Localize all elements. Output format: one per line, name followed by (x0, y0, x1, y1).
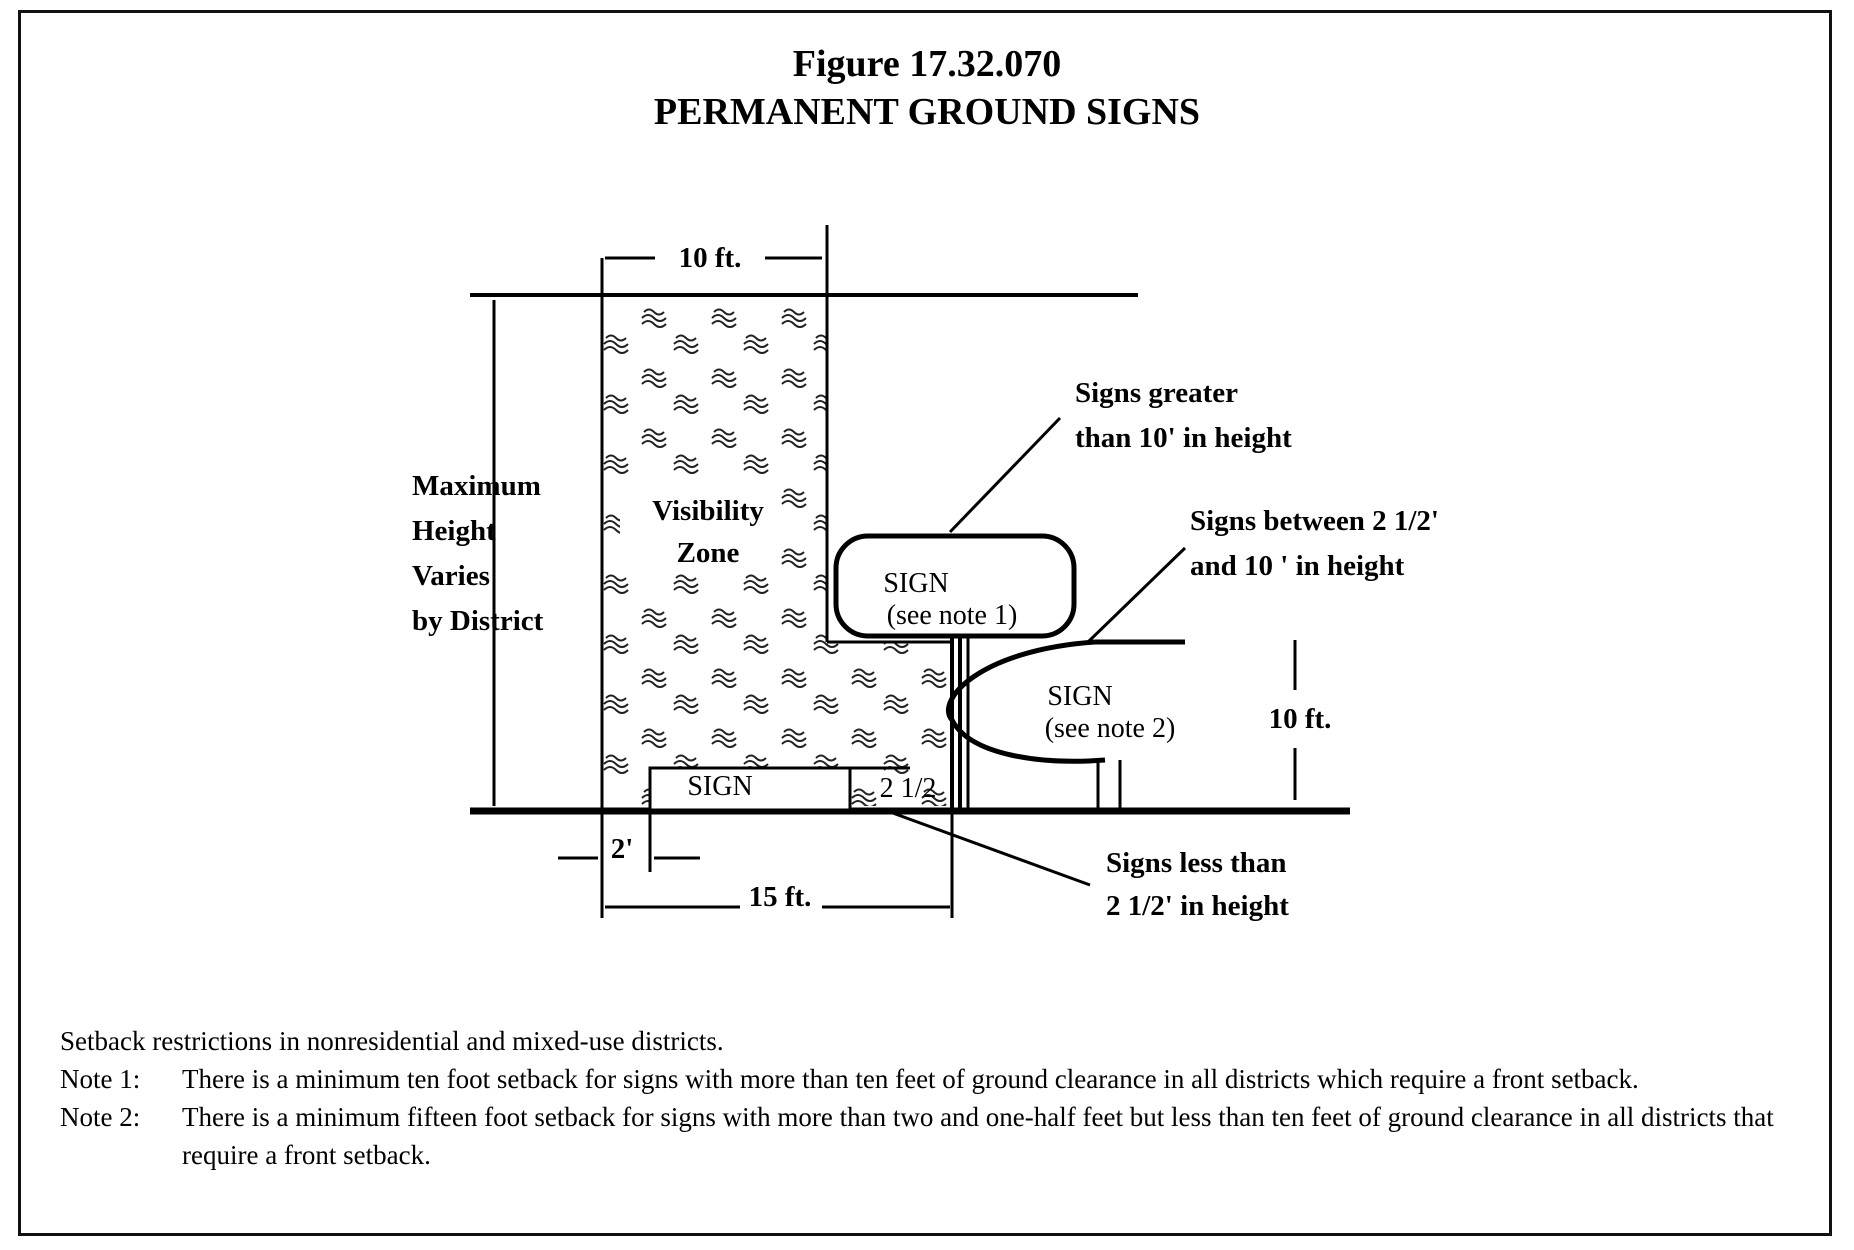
sign-mid (946, 639, 1185, 764)
note-1-key: Note 1: (60, 1064, 141, 1094)
sign-mid-line-1: SIGN (1047, 681, 1112, 712)
callout-high-line-1: Signs greater (1075, 377, 1238, 409)
sign-low (648, 766, 852, 812)
callout-high-line-2: than 10' in height (1075, 422, 1292, 454)
dim-right-label: 10 ft. (1269, 703, 1332, 735)
sign-high-line-1: SIGN (883, 568, 948, 599)
visibility-zone-line-2: Zone (677, 537, 740, 569)
dim-2ft-label: 2' (611, 833, 634, 865)
sign-low-label: SIGN (687, 771, 752, 802)
note-2: Note 2: There is a minimum fifteen foot … (60, 1098, 1812, 1174)
max-height-line-3: Varies (412, 560, 490, 592)
max-height-line-4: by District (412, 605, 544, 637)
callout-mid-line-2: and 10 ' in height (1190, 550, 1405, 582)
max-height-line-2: Height (412, 515, 496, 547)
note-1-text: There is a minimum ten foot setback for … (182, 1064, 1639, 1094)
callout-mid-line-1: Signs between 2 1/2' (1190, 505, 1439, 537)
visibility-zone-line-1: Visibility (652, 495, 764, 527)
dim-15ft-label: 15 ft. (749, 881, 812, 913)
notes-intro: Setback restrictions in nonresidential a… (60, 1026, 724, 1056)
notes-section: Setback restrictions in nonresidential a… (60, 1022, 1812, 1174)
note-2-text: There is a minimum fifteen foot setback … (182, 1102, 1774, 1170)
low-height-label: 2 1/2 (880, 773, 937, 804)
sign-mid-line-2: (see note 2) (1045, 713, 1176, 744)
callout-low-line-1: Signs less than (1106, 847, 1287, 879)
callout-low-line-2: 2 1/2' in height (1106, 890, 1289, 922)
sign-high (833, 533, 1077, 639)
dim-top-label: 10 ft. (679, 242, 742, 274)
figure-title: PERMANENT GROUND SIGNS (653, 91, 1201, 133)
figure-frame (18, 10, 1832, 1236)
note-1: Note 1: There is a minimum ten foot setb… (60, 1060, 1812, 1098)
sign-high-line-2: (see note 1) (887, 600, 1018, 631)
max-height-line-1: Maximum (412, 470, 541, 502)
figure-number: Figure 17.32.070 (792, 43, 1062, 85)
visibility-zone-fill (602, 302, 952, 806)
note-2-key: Note 2: (60, 1102, 141, 1132)
